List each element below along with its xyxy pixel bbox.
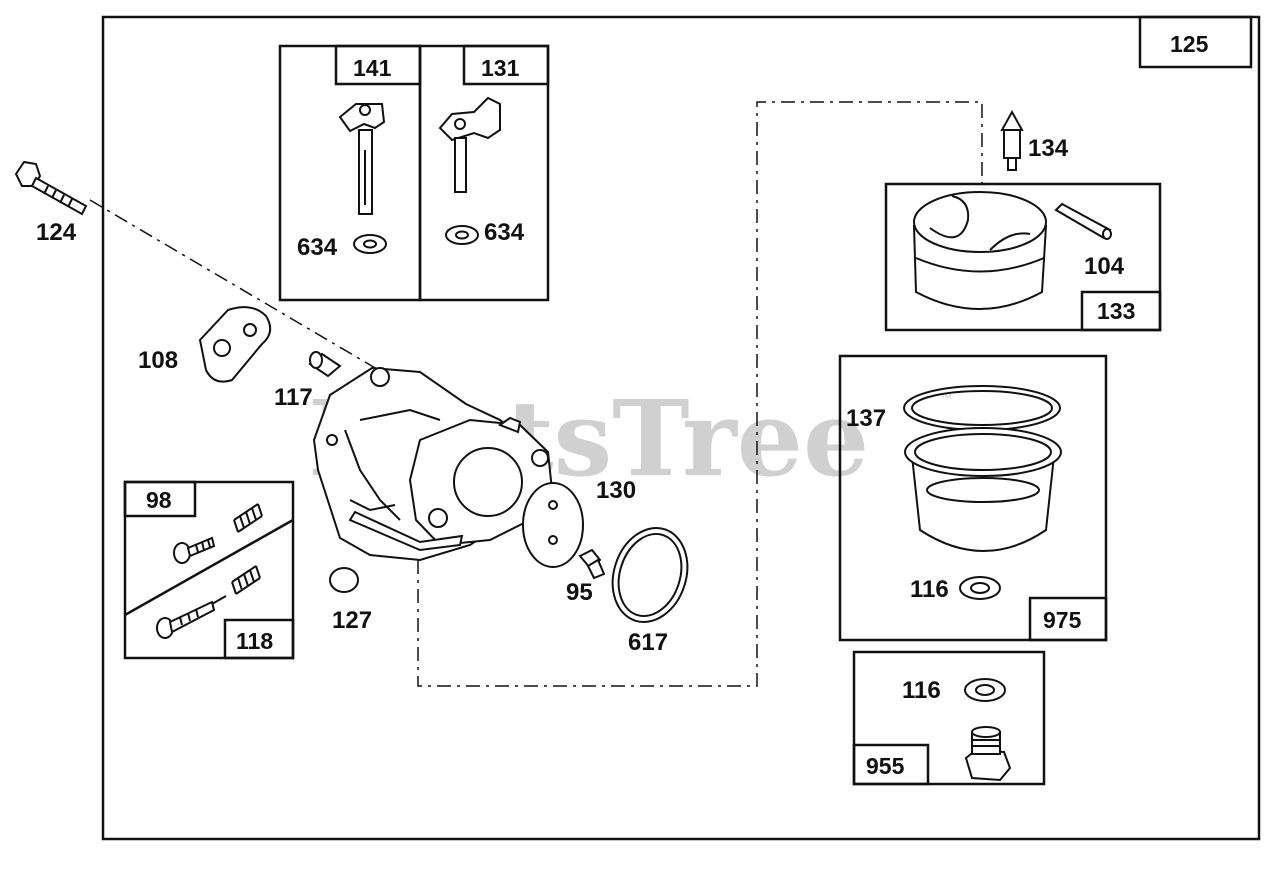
plug-127	[329, 567, 359, 593]
bowl-nut	[964, 726, 1012, 782]
part-634-label-a[interactable]: 634	[297, 234, 338, 261]
bolt-124	[14, 160, 88, 216]
kit-975-label[interactable]: 975	[1043, 607, 1082, 633]
idle-adjust-spring	[231, 565, 261, 595]
kit-133-label[interactable]: 133	[1097, 298, 1135, 324]
diaphragm-130	[522, 482, 584, 568]
float-part	[912, 191, 1048, 310]
part-95-label[interactable]: 95	[566, 579, 593, 606]
kit-141-label[interactable]: 141	[353, 55, 392, 81]
kit-131-label[interactable]: 131	[481, 55, 520, 81]
part-127-label[interactable]: 127	[332, 607, 372, 634]
kit-98-label[interactable]: 98	[146, 487, 172, 513]
washer-634-a	[353, 234, 387, 254]
main-adjust-spring	[233, 503, 263, 533]
part-634-label-b[interactable]: 634	[484, 219, 525, 246]
assembly-number-box	[1138, 15, 1253, 69]
float-kit-box: 133 104	[884, 182, 1162, 332]
part-104-label[interactable]: 104	[1084, 253, 1125, 280]
float-bowl-kit-box: 975 137 116	[838, 354, 1108, 642]
part-116-label-b[interactable]: 116	[902, 677, 941, 704]
idle-adjust-screw	[156, 595, 227, 639]
oring-617	[611, 527, 689, 623]
pin-104	[1054, 202, 1112, 240]
carburetor-body	[312, 366, 554, 562]
bolt-connector-line	[89, 199, 383, 373]
washer-116-a	[959, 576, 1001, 600]
part-124-label[interactable]: 124	[36, 219, 77, 246]
choke-shaft-kit-box: 131 634	[418, 44, 550, 302]
kit-955-label[interactable]: 955	[866, 753, 905, 779]
diagram-frame	[101, 15, 1261, 841]
oring-137	[903, 385, 1061, 431]
part-134-label[interactable]: 134	[1028, 135, 1069, 162]
inlet-needle-134	[1000, 109, 1024, 171]
washer-116-b	[964, 678, 1006, 702]
assembly-number[interactable]: 125	[1170, 31, 1209, 57]
part-117-label[interactable]: 117	[274, 384, 313, 411]
part-130-label[interactable]: 130	[596, 477, 636, 504]
throttle-shaft-part	[338, 103, 386, 215]
adjusting-screw-kit-box: 98 118	[123, 480, 295, 660]
bowl-nut-kit-box: 955 116	[852, 650, 1046, 786]
kit-118-label[interactable]: 118	[236, 628, 273, 654]
washer-634-b	[445, 225, 479, 245]
part-617-label[interactable]: 617	[628, 629, 668, 656]
main-adjust-screw	[173, 536, 216, 564]
part-116-label-a[interactable]: 116	[910, 576, 949, 603]
part-137-label[interactable]: 137	[846, 405, 886, 432]
float-bowl	[904, 427, 1062, 552]
choke-shaft-part	[438, 96, 501, 193]
throttle-shaft-kit-box: 141 634	[278, 44, 422, 302]
part-108-label[interactable]: 108	[138, 347, 178, 374]
bowl-connector-line	[417, 101, 983, 687]
plate-108	[198, 306, 272, 383]
screw-95	[578, 548, 606, 580]
pin-117	[308, 351, 342, 378]
